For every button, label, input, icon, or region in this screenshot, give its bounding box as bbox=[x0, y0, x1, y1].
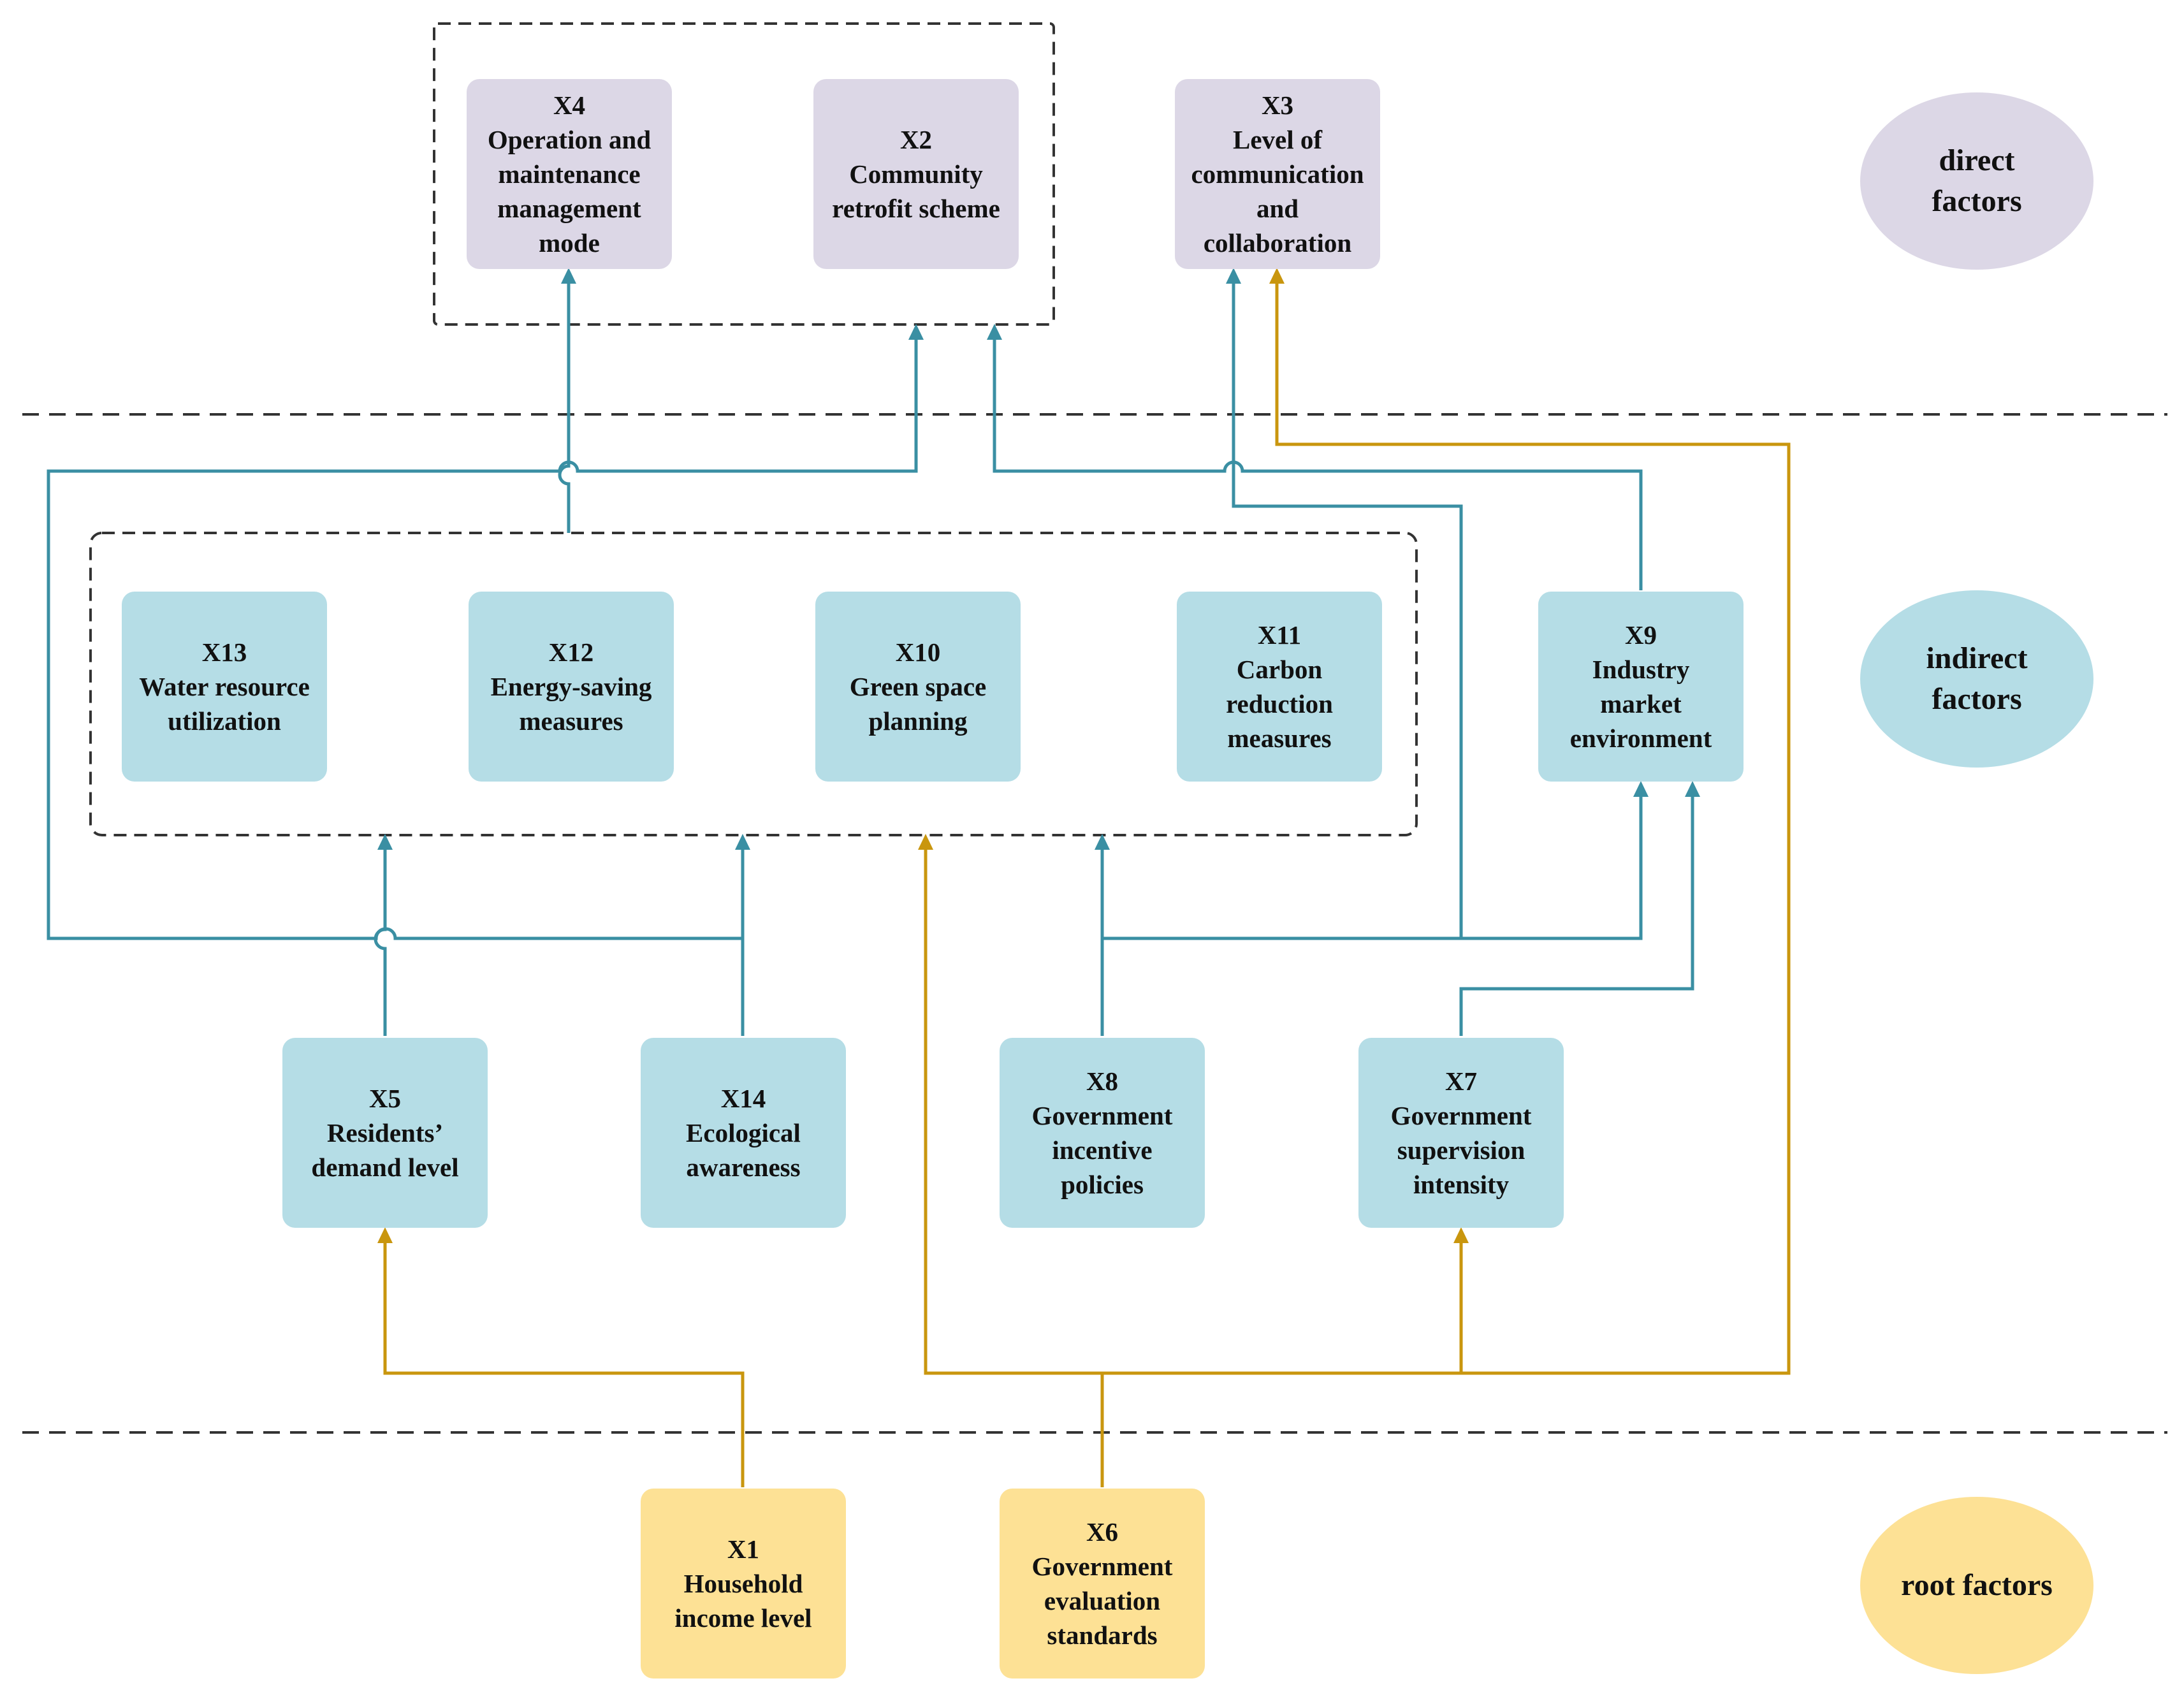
node-id: X8 bbox=[1086, 1067, 1119, 1096]
node-id: X1 bbox=[727, 1534, 760, 1564]
node-id: X10 bbox=[895, 637, 941, 667]
node-label: Green space planning bbox=[849, 672, 987, 736]
node-id: X13 bbox=[201, 637, 247, 667]
edge-x5-to-indirect-group bbox=[374, 841, 387, 1036]
node-id: X4 bbox=[553, 91, 586, 120]
node-id: X14 bbox=[720, 1084, 766, 1113]
node-x14: X14 Ecological awareness bbox=[641, 1038, 846, 1228]
node-label: Government supervision intensity bbox=[1390, 1101, 1532, 1199]
node-id: X6 bbox=[1086, 1517, 1119, 1547]
edge-x6-to-x3 bbox=[1275, 276, 1791, 1375]
node-x6: X6 Government evaluation standards bbox=[1000, 1489, 1205, 1679]
edge-x6-to-indirect-group bbox=[924, 841, 1104, 1487]
node-label: Operation and maintenance management mod… bbox=[487, 125, 652, 258]
arrowhead bbox=[1685, 781, 1700, 797]
node-id: X2 bbox=[899, 125, 933, 154]
edge-x9-to-x2 bbox=[993, 332, 1643, 590]
node-id: X7 bbox=[1445, 1067, 1478, 1096]
node-label: Government evaluation standards bbox=[1031, 1552, 1173, 1650]
edge-indirect-group-to-x4 bbox=[558, 276, 571, 533]
arrowhead bbox=[908, 324, 924, 340]
edge-x6-to-x7 bbox=[1102, 1235, 1463, 1375]
arrowhead bbox=[561, 268, 576, 284]
node-x11: X11 Carbon reduction measures bbox=[1177, 592, 1382, 782]
direct-group-frame bbox=[433, 22, 1055, 326]
edge-x8-to-x3 bbox=[1232, 276, 1463, 938]
edge-x8-to-x9 bbox=[1102, 789, 1643, 940]
node-x7: X7 Government supervision intensity bbox=[1358, 1038, 1564, 1228]
node-label: Energy-saving measures bbox=[490, 672, 652, 736]
arrowhead bbox=[1453, 1227, 1469, 1243]
node-label: Community retrofit scheme bbox=[832, 159, 1000, 223]
arrowhead bbox=[1633, 781, 1649, 797]
node-x12: X12 Energy-saving measures bbox=[469, 592, 674, 782]
node-x5: X5 Residents’ demand level bbox=[282, 1038, 488, 1228]
edge-x7-to-x9 bbox=[1459, 789, 1694, 1036]
node-x4: X4 Operation and maintenance management … bbox=[467, 79, 672, 269]
node-id: X5 bbox=[368, 1084, 402, 1113]
node-x8: X8 Government incentive policies bbox=[1000, 1038, 1205, 1228]
level-label-direct: direct factors bbox=[1860, 92, 2093, 270]
node-label: Government incentive policies bbox=[1031, 1101, 1173, 1199]
node-label: Residents’ demand level bbox=[311, 1118, 459, 1182]
node-label: Level of communication and collaboration bbox=[1191, 125, 1364, 258]
node-x10: X10 Green space planning bbox=[815, 592, 1021, 782]
edge-x1-to-x5 bbox=[383, 1235, 745, 1487]
node-label: Household income level bbox=[674, 1569, 812, 1633]
arrowhead bbox=[377, 834, 393, 850]
arrowhead bbox=[918, 834, 933, 850]
arrowhead bbox=[1095, 834, 1110, 850]
node-x2: X2 Community retrofit scheme bbox=[813, 79, 1019, 269]
level-label-root: root factors bbox=[1860, 1497, 2093, 1674]
node-label: Ecological awareness bbox=[686, 1118, 801, 1182]
node-x9: X9 Industry market environment bbox=[1538, 592, 1744, 782]
node-x3: X3 Level of communication and collaborat… bbox=[1175, 79, 1380, 269]
arrowhead bbox=[1226, 268, 1241, 284]
node-label: Carbon reduction measures bbox=[1226, 655, 1333, 753]
node-label: Water resource utilization bbox=[139, 672, 310, 736]
level-label-indirect: indirect factors bbox=[1860, 590, 2093, 768]
node-id: X9 bbox=[1624, 620, 1657, 650]
indirect-group-frame bbox=[89, 532, 1418, 836]
node-id: X12 bbox=[548, 637, 594, 667]
arrowhead bbox=[1269, 268, 1285, 284]
node-x1: X1 Household income level bbox=[641, 1489, 846, 1679]
arrowhead bbox=[377, 1227, 393, 1243]
node-id: X11 bbox=[1257, 620, 1302, 650]
node-x13: X13 Water resource utilization bbox=[122, 592, 327, 782]
edge-lower-left-loop-to-x2 bbox=[47, 332, 918, 940]
arrowhead bbox=[987, 324, 1002, 340]
arrowhead bbox=[735, 834, 750, 850]
node-label: Industry market environment bbox=[1569, 655, 1712, 753]
node-id: X3 bbox=[1261, 91, 1294, 120]
